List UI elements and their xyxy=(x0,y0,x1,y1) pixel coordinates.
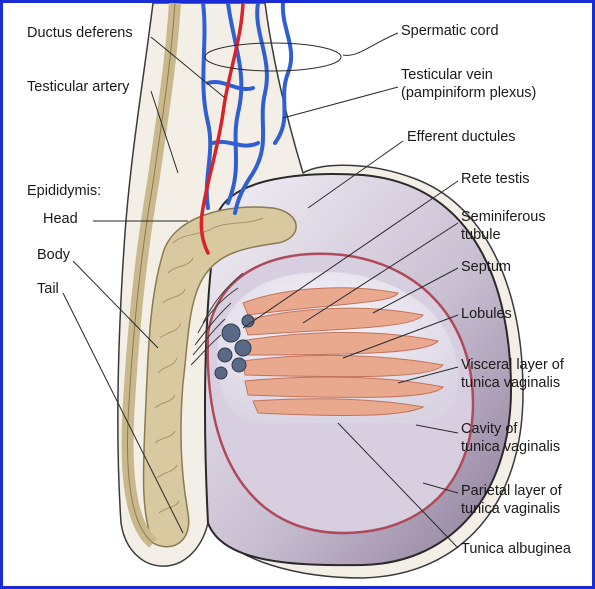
label-head: Head xyxy=(43,211,78,228)
label-testicular-vein-line2: (pampiniform plexus) xyxy=(401,85,536,102)
label-visceral-line2: tunica vaginalis xyxy=(461,375,560,392)
label-seminiferous-line1: Seminiferous xyxy=(461,209,546,226)
label-tail: Tail xyxy=(37,281,59,298)
label-cavity-line1: Cavity of xyxy=(461,421,517,438)
label-visceral-line1: Visceral layer of xyxy=(461,357,564,374)
label-testicular-artery: Testicular artery xyxy=(27,79,129,96)
label-epididymis: Epididymis: xyxy=(27,183,101,200)
label-tunica-albuginea: Tunica albuginea xyxy=(461,541,571,558)
label-spermatic-cord: Spermatic cord xyxy=(401,23,499,40)
label-cavity-line2: tunica vaginalis xyxy=(461,439,560,456)
label-seminiferous-line2: tubule xyxy=(461,227,501,244)
label-parietal-line1: Parietal layer of xyxy=(461,483,562,500)
label-parietal-line2: tunica vaginalis xyxy=(461,501,560,518)
label-efferent-ductules: Efferent ductules xyxy=(407,129,516,146)
label-rete-testis: Rete testis xyxy=(461,171,530,188)
label-lobules: Lobules xyxy=(461,306,512,323)
label-ductus-deferens: Ductus deferens xyxy=(27,25,133,42)
label-testicular-vein-line1: Testicular vein xyxy=(401,67,493,84)
label-septum: Septum xyxy=(461,259,511,276)
label-body: Body xyxy=(37,247,70,264)
